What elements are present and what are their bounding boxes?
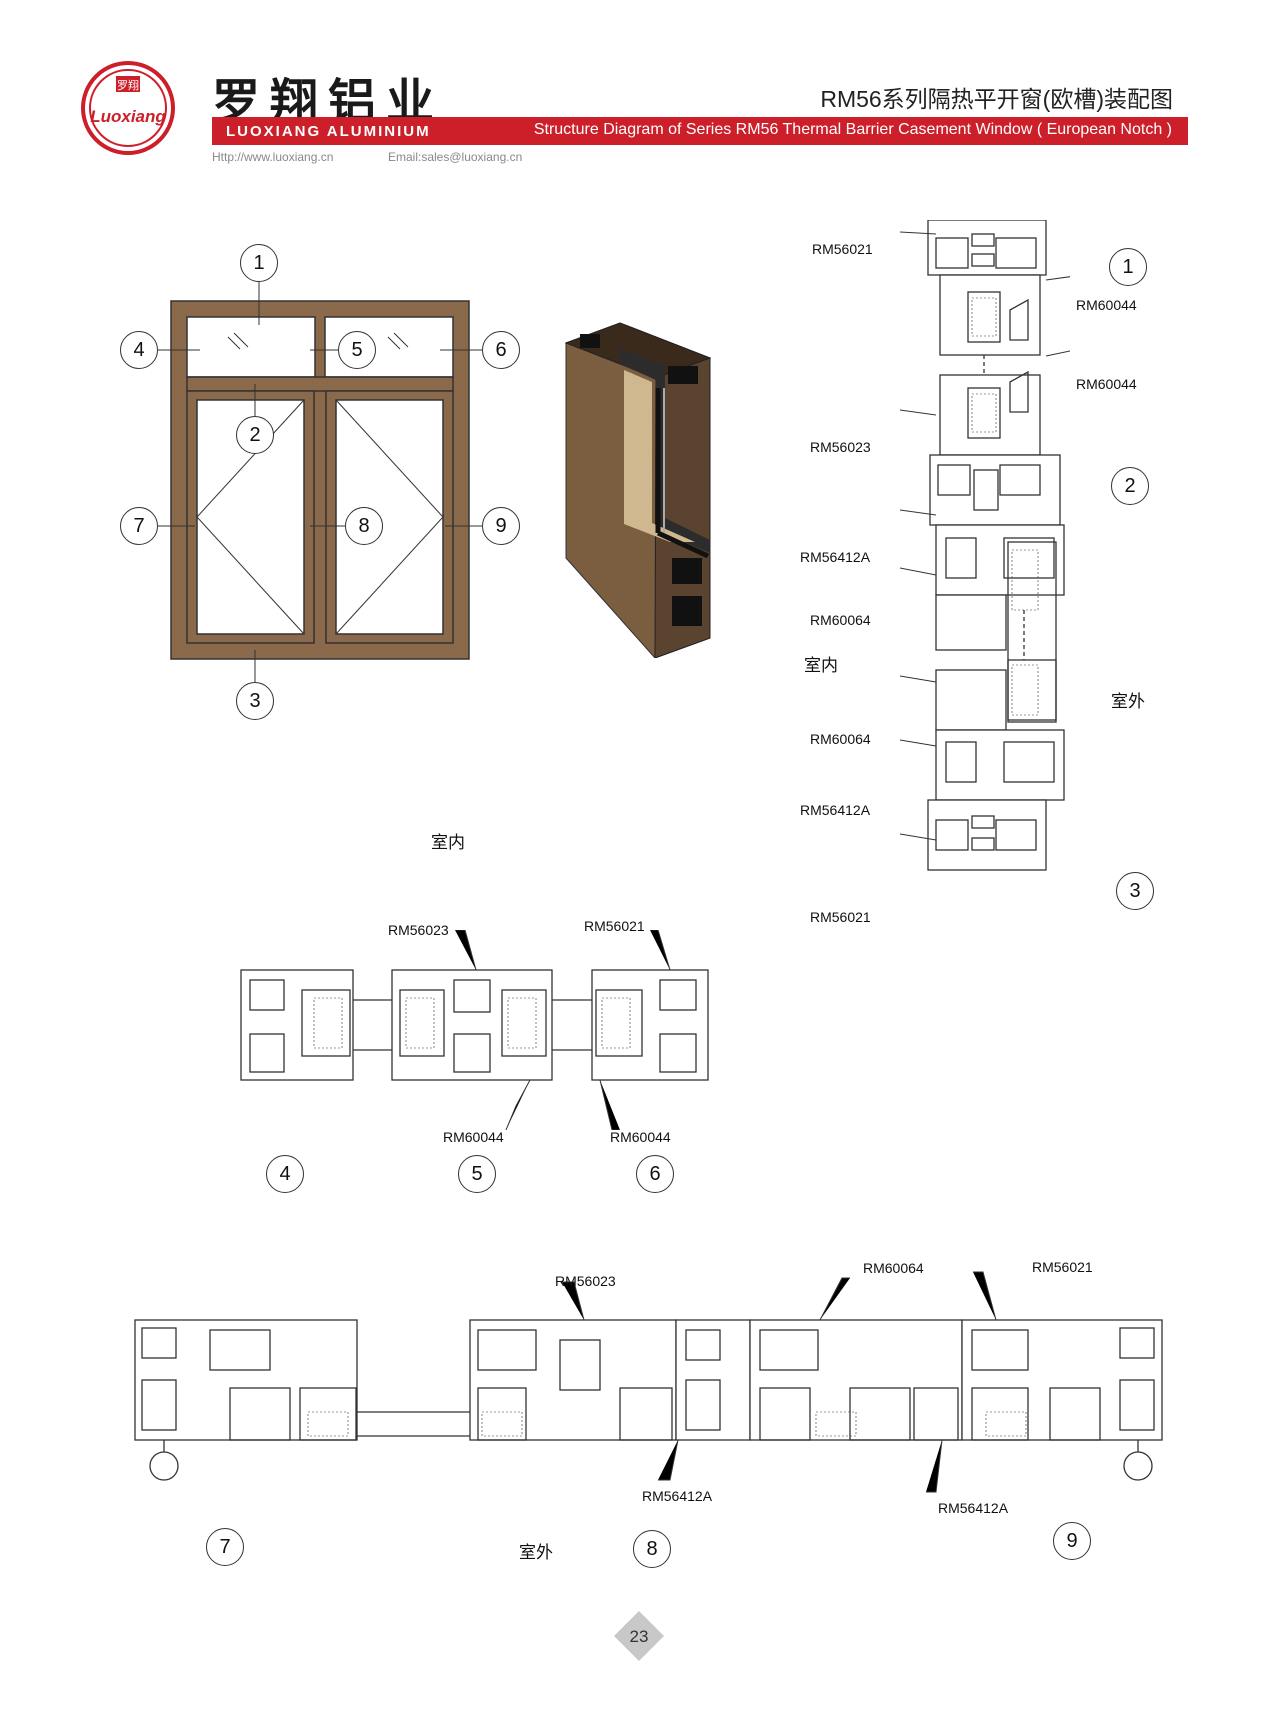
label-outdoor-vertical: 室外 — [1111, 692, 1145, 711]
tag-rm60064-upper: RM60064 — [810, 612, 871, 628]
website-link[interactable]: Http://www.luoxiang.cn — [212, 150, 334, 164]
tag-top-rm60044-a: RM60044 — [443, 1129, 504, 1145]
tag-bottom-rm56021: RM56021 — [1032, 1259, 1093, 1275]
label-outdoor-bottom: 室外 — [519, 1543, 553, 1562]
callout-3: 3 — [236, 682, 274, 720]
callout-8: 8 — [345, 507, 383, 545]
callout-4: 4 — [120, 331, 158, 369]
callout-bs-7: 7 — [206, 1528, 244, 1566]
page-title-cn: RM56系列隔热平开窗(欧槽)装配图 — [820, 86, 1173, 112]
tag-rm56412a-lower: RM56412A — [800, 802, 871, 818]
header-band: LUOXIANG ALUMINIUM Structure Diagram of … — [212, 117, 1188, 145]
tag-top-rm56021: RM56021 — [584, 918, 645, 934]
brand-name-en: LUOXIANG ALUMINIUM — [226, 123, 431, 140]
email-link[interactable]: Email:sales@luoxiang.cn — [388, 150, 523, 164]
callout-vs-3: 3 — [1116, 872, 1154, 910]
tag-rm56023: RM56023 — [810, 439, 871, 455]
tag-bottom-rm60064: RM60064 — [863, 1260, 924, 1276]
callout-6: 6 — [482, 331, 520, 369]
tag-top-rm56023: RM56023 — [388, 922, 449, 938]
tag-rm60064-lower: RM60064 — [810, 731, 871, 747]
tag-rm60044-a: RM60044 — [1076, 297, 1137, 313]
tag-bottom-rm56412a-b: RM56412A — [938, 1500, 1009, 1516]
tag-rm56021-top: RM56021 — [812, 241, 873, 257]
svg-text:罗翔: 罗翔 — [117, 78, 139, 92]
page-title-en: Structure Diagram of Series RM56 Thermal… — [533, 121, 1172, 138]
tag-rm60044-b: RM60044 — [1076, 376, 1137, 392]
callout-ts-5: 5 — [458, 1155, 496, 1193]
callout-bs-8: 8 — [633, 1530, 671, 1568]
label-indoor-elevation: 室内 — [431, 833, 465, 852]
callout-vs-1: 1 — [1109, 248, 1147, 286]
callout-ts-6: 6 — [636, 1155, 674, 1193]
callout-bs-9: 9 — [1053, 1522, 1091, 1560]
callout-7: 7 — [120, 507, 158, 545]
page-number: 23 — [614, 1611, 664, 1661]
callout-5: 5 — [338, 331, 376, 369]
callout-vs-2: 2 — [1111, 467, 1149, 505]
callout-1: 1 — [240, 244, 278, 282]
callout-2: 2 — [236, 416, 274, 454]
tag-bottom-rm56412a-a: RM56412A — [642, 1488, 713, 1504]
top-horizontal-section-drawing — [240, 930, 709, 1130]
profile-3d-corner — [564, 322, 712, 658]
company-logo: 罗翔 Luoxiang — [80, 60, 176, 156]
vertical-section-drawing — [900, 220, 1070, 871]
callout-9: 9 — [482, 507, 520, 545]
svg-text:23: 23 — [630, 1627, 649, 1646]
svg-text:Luoxiang: Luoxiang — [90, 107, 166, 126]
callout-ts-4: 4 — [266, 1155, 304, 1193]
label-indoor-vertical: 室内 — [804, 656, 838, 675]
bottom-horizontal-section-drawing — [134, 1271, 1163, 1493]
tag-rm56412a-upper: RM56412A — [800, 549, 871, 565]
tag-top-rm60044-b: RM60044 — [610, 1129, 671, 1145]
tag-rm56021-bottom: RM56021 — [810, 909, 871, 925]
tag-bottom-rm56023: RM56023 — [555, 1273, 616, 1289]
